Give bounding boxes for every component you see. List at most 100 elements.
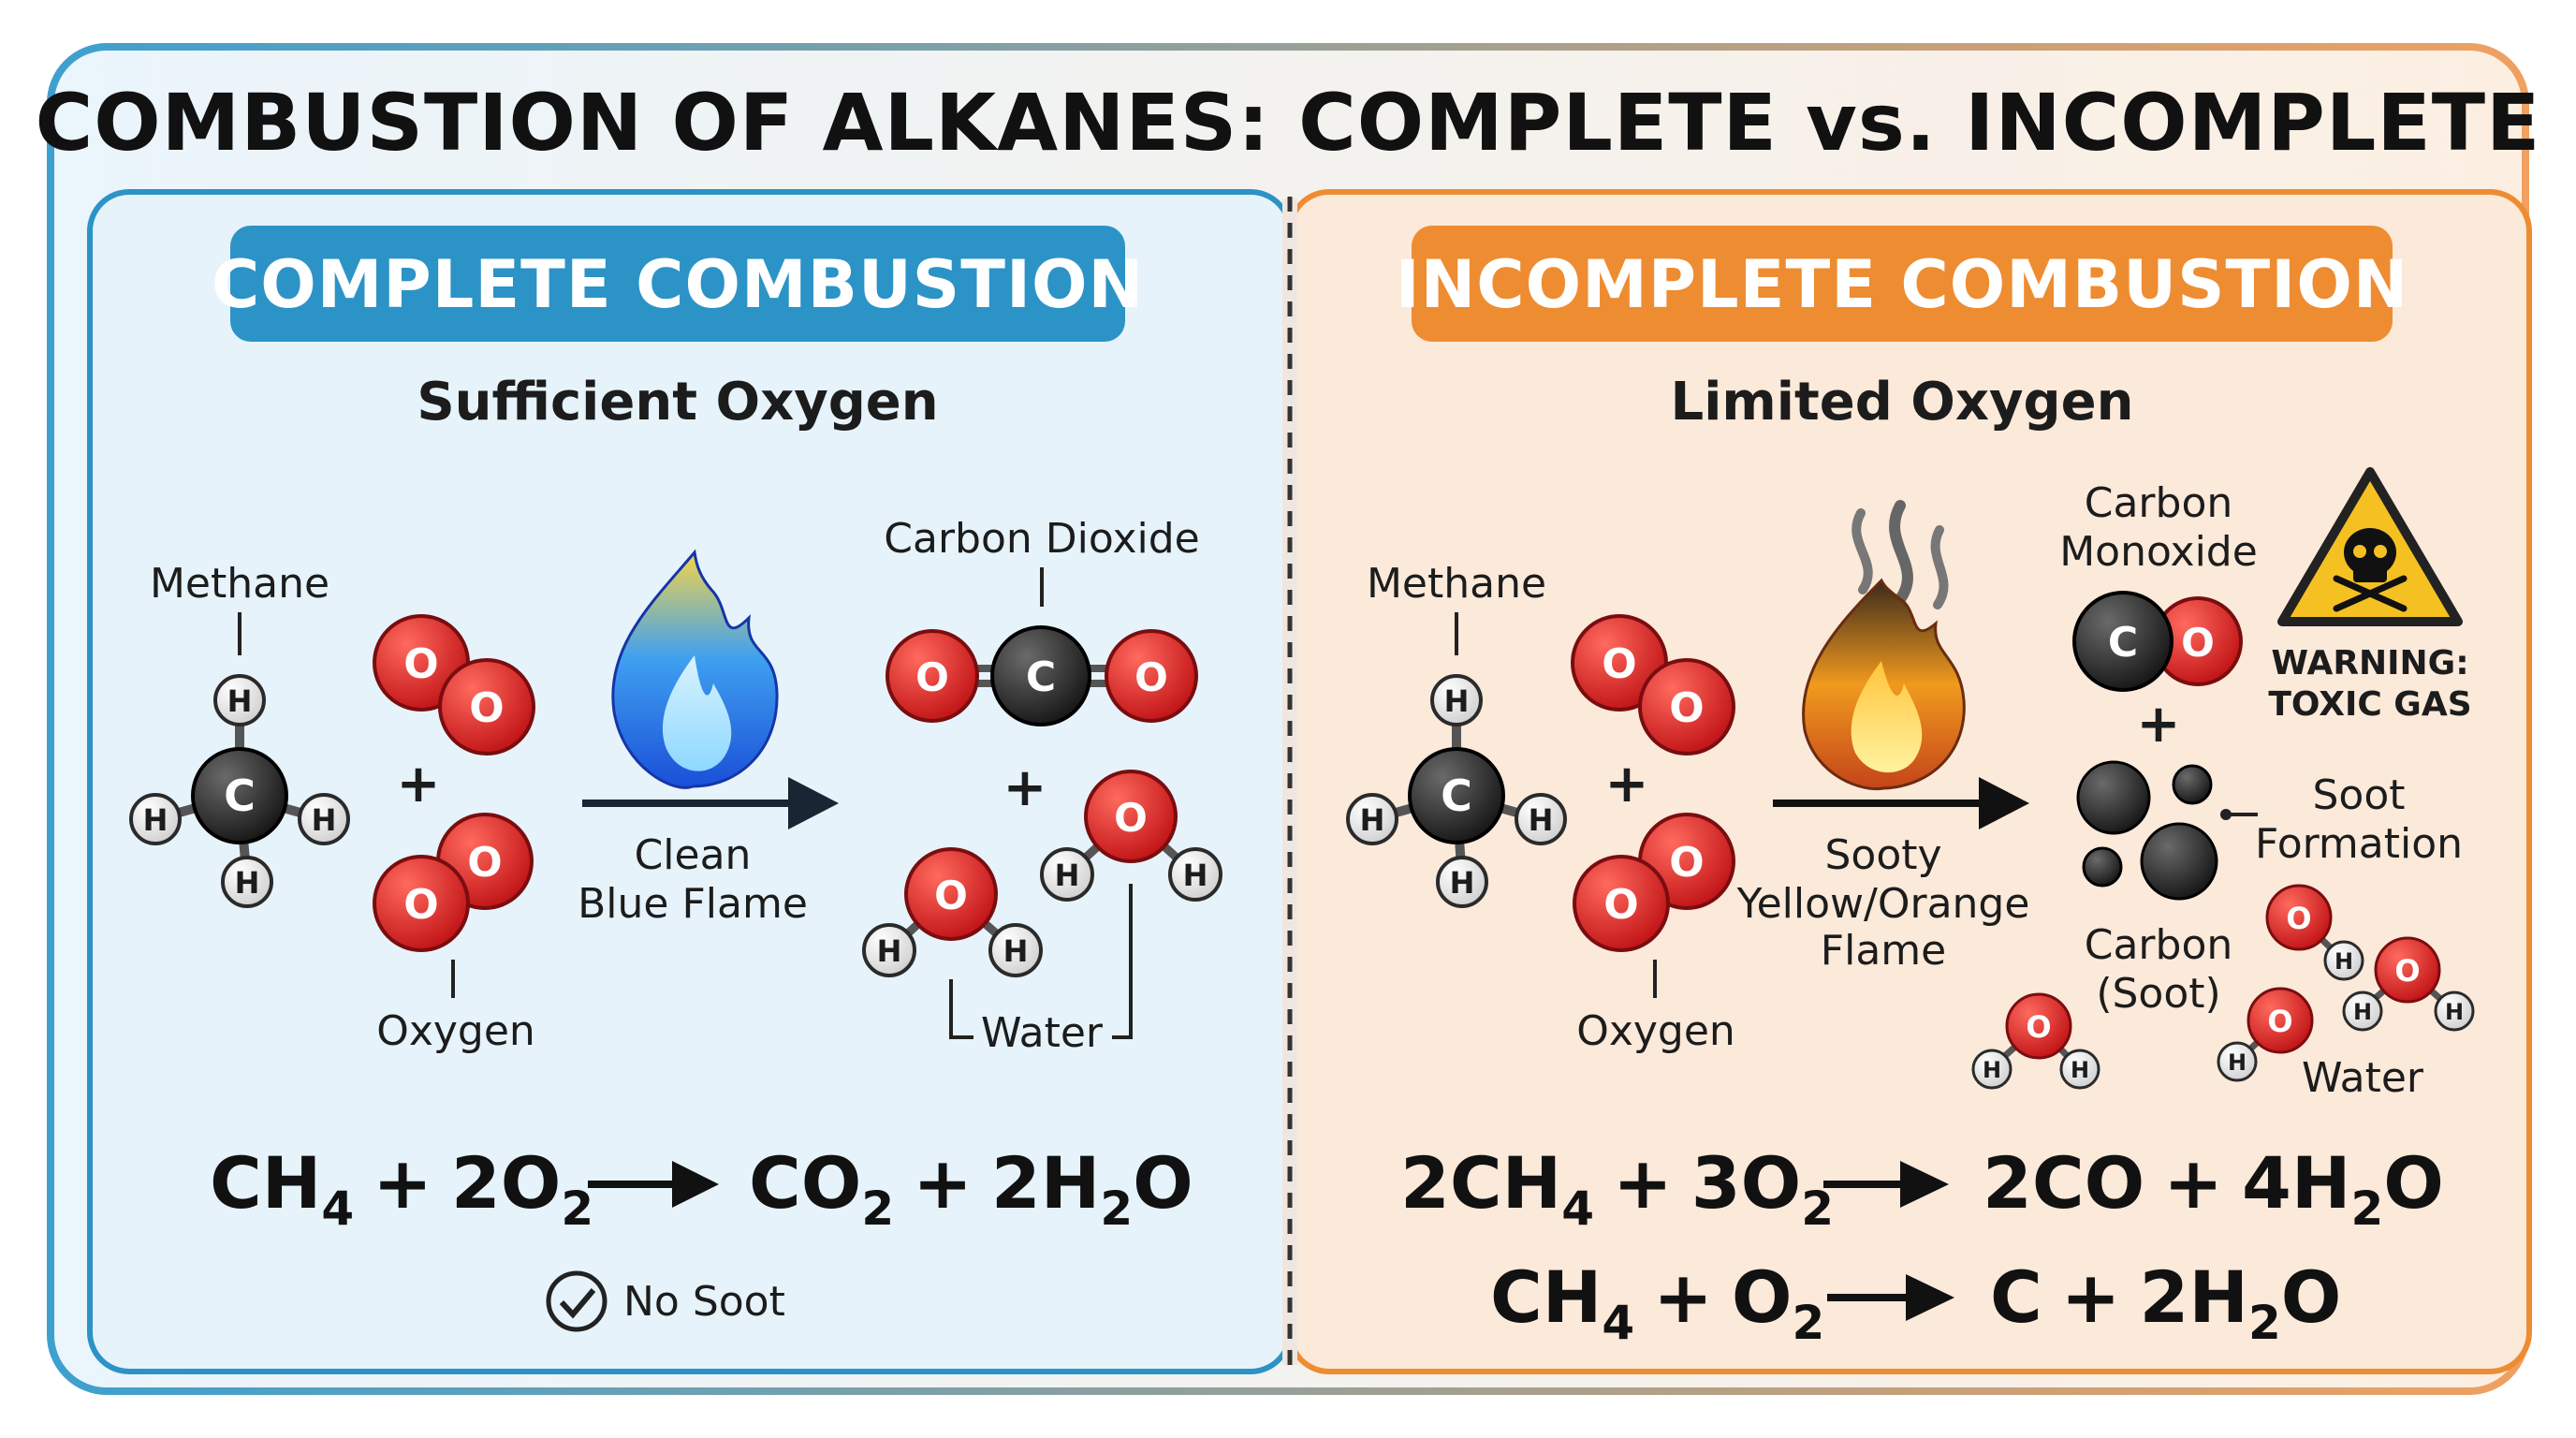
water-molecule-incomplete-1: H H O [1971, 992, 2100, 1090]
svg-text:C: C [224, 770, 256, 821]
svg-text:H: H [2071, 1057, 2089, 1083]
svg-text:O: O [403, 640, 438, 688]
complete-plus-reactants: + [397, 754, 441, 814]
svg-text:H: H [143, 802, 168, 838]
svg-text:H: H [312, 802, 337, 838]
soot-particles [2076, 760, 2218, 901]
svg-text:O: O [1114, 795, 1148, 841]
warning-label-line1: WARNING: [2271, 644, 2468, 682]
svg-text:CH4+2O2: CH4+2O2 [210, 1141, 593, 1236]
incomplete-heading: INCOMPLETE COMBUSTION [1396, 246, 2409, 323]
svg-text:O: O [2286, 901, 2311, 936]
check-icon [546, 1270, 607, 1332]
svg-text:CO2+2H2O: CO2+2H2O [749, 1141, 1193, 1236]
water-molecule-1: H H O [862, 847, 1043, 977]
methane-label-incomplete: Methane [1367, 560, 1546, 608]
svg-text:H: H [227, 683, 253, 719]
sooty-flame-label-line1: Sooty [1824, 831, 1941, 879]
svg-text:2CO+4H2O: 2CO+4H2O [1983, 1141, 2444, 1236]
incomplete-equation-1: 2CH4+3O2 2CO+4H2O [1400, 1141, 2444, 1236]
svg-text:H: H [1003, 933, 1029, 969]
svg-text:H: H [2445, 999, 2464, 1025]
incomplete-reaction-arrow [1979, 777, 2029, 829]
svg-text:H: H [1983, 1057, 2001, 1083]
svg-text:C: C [1026, 653, 1056, 701]
svg-text:H: H [1529, 802, 1554, 838]
flame-label-line2: Blue Flame [578, 880, 808, 928]
svg-text:H: H [2353, 999, 2372, 1025]
water-label-incomplete: Water [2302, 1054, 2424, 1102]
svg-text:O: O [934, 873, 968, 918]
svg-text:O: O [1134, 654, 1168, 700]
svg-text:O: O [2267, 1004, 2292, 1039]
svg-text:C+2H2O: C+2H2O [1990, 1255, 2341, 1350]
sooty-flame-label-line3: Flame [1821, 927, 1946, 975]
svg-text:C: C [2108, 619, 2138, 667]
svg-text:H: H [1055, 858, 1080, 893]
svg-text:O: O [467, 839, 502, 887]
svg-text:O: O [403, 881, 438, 929]
svg-text:O: O [1669, 839, 1704, 887]
svg-text:H: H [877, 933, 902, 969]
oxygen-molecule-top-incomplete: O O [1571, 614, 1735, 756]
incomplete-plus-products: + [2137, 694, 2181, 755]
flame-label-line1: Clean [635, 831, 752, 879]
oxygen-molecule-bottom-incomplete: O O [1573, 813, 1735, 952]
svg-text:O: O [1602, 640, 1636, 688]
water-molecule-incomplete-2: H O [2265, 884, 2364, 981]
methane-label: Methane [150, 560, 329, 608]
incomplete-plus-reactants: + [1605, 754, 1649, 814]
soot-formation-line1: Soot [2312, 771, 2405, 819]
svg-text:O: O [469, 684, 504, 732]
oxygen-molecule-bottom: O O [373, 813, 534, 952]
co-molecule: C O [2072, 591, 2243, 692]
methane-molecule: H H H H C [129, 674, 350, 908]
svg-text:O: O [2026, 1009, 2051, 1045]
methane-molecule-incomplete: H H H H C [1346, 674, 1567, 908]
svg-text:H: H [1183, 858, 1208, 893]
sooty-flame-label-line2: Yellow/Orange [1736, 880, 2030, 928]
svg-text:O: O [915, 654, 949, 700]
svg-text:H: H [235, 865, 260, 901]
co-label-line2: Monoxide [2059, 528, 2258, 576]
svg-text:O: O [1603, 881, 1638, 929]
water-molecule-incomplete-4: H O [2217, 987, 2314, 1082]
complete-heading: COMPLETE COMBUSTION [212, 246, 1144, 323]
carbon-soot-label-line1: Carbon [2085, 921, 2233, 969]
svg-text:H: H [1444, 683, 1470, 719]
blue-flame-icon [611, 549, 779, 789]
water-molecule-2: H H O [1040, 770, 1222, 902]
svg-text:2CH4+3O2: 2CH4+3O2 [1400, 1141, 1834, 1236]
co2-molecule: O C O [886, 625, 1198, 726]
complete-heading-banner [230, 226, 1125, 342]
no-soot-note: No Soot [623, 1278, 785, 1326]
svg-text:O: O [2181, 620, 2215, 666]
svg-text:H: H [2334, 948, 2353, 975]
water-molecule-incomplete-3: H H O [2342, 936, 2475, 1032]
water-label: Water [981, 1009, 1104, 1057]
svg-text:C: C [1441, 770, 1472, 821]
incomplete-equation-2: CH4+O2 C+2H2O [1490, 1255, 2341, 1350]
svg-text:O: O [2394, 953, 2420, 989]
incomplete-heading-banner [1412, 226, 2393, 342]
warning-label-line2: TOXIC GAS [2268, 685, 2471, 724]
complete-condition: Sufficient Oxygen [417, 372, 938, 433]
svg-text:CH4+O2: CH4+O2 [1490, 1255, 1824, 1350]
svg-text:H: H [1360, 802, 1385, 838]
oxygen-molecule-top: O O [373, 614, 535, 756]
complete-reaction-arrow [788, 777, 839, 829]
oxygen-label: Oxygen [376, 1007, 535, 1055]
page-title: COMBUSTION OF ALKANES: COMPLETE vs. INCO… [36, 77, 2541, 169]
svg-text:O: O [1669, 684, 1704, 732]
soot-formation-line2: Formation [2255, 820, 2463, 868]
co2-label: Carbon Dioxide [884, 515, 1199, 563]
sooty-flame-icon [1802, 500, 1966, 791]
co-label-line1: Carbon [2085, 479, 2233, 527]
incomplete-condition: Limited Oxygen [1671, 372, 2134, 433]
oxygen-label-incomplete: Oxygen [1576, 1007, 1735, 1055]
complete-equation: CH4+2O2 CO2+2H2O [210, 1141, 1193, 1236]
skull-warning-icon [2277, 467, 2463, 626]
svg-text:H: H [2228, 1049, 2247, 1076]
carbon-soot-label-line2: (Soot) [2096, 970, 2220, 1018]
